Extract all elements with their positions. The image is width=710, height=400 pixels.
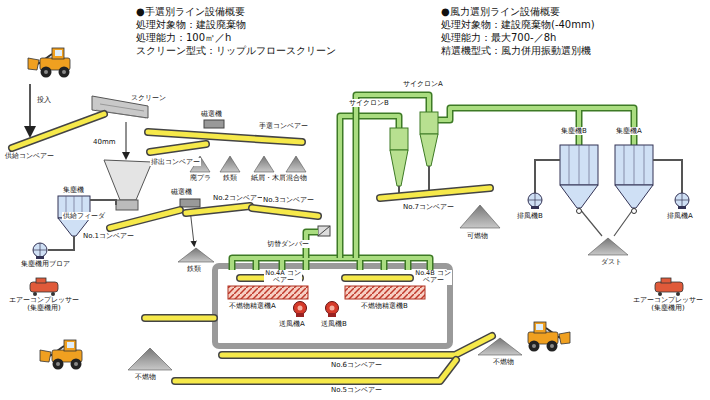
part-label: サイクロンB [348, 99, 390, 107]
part-label: 可燃物 [466, 232, 489, 240]
part-label: 混合物 [285, 175, 308, 182]
part-label: 精選機型式：風力併用振動選別機 [440, 45, 592, 57]
part-label: 鉄類 [186, 265, 202, 273]
part-label: 不燃物精選機A [228, 302, 277, 310]
part-label: 集塵機 [62, 186, 85, 194]
part-label: 切替ダンパー [266, 240, 310, 248]
part-label: 40mm [92, 138, 117, 146]
part-label: エアーコンプレッサー (集塵機用) [6, 296, 82, 312]
part-label: ●風力選別ライン設備概要 [440, 6, 561, 18]
part-label: 不燃物精選機B [360, 302, 409, 310]
part-label: 供給コンベアー [4, 152, 55, 160]
part-label: 集塵機用ブロア [20, 260, 71, 268]
part-label: 磁選機 [200, 110, 223, 118]
part-label: No.2コンベアー [212, 194, 265, 202]
part-label: 処理対象物：建設廃棄物(-40mm) [440, 19, 596, 31]
part-label: スクリーン型式：リップルフロースクリーン [135, 45, 337, 57]
part-label: 廃プラ [189, 175, 212, 182]
part-label: No.3コンベアー [262, 196, 315, 204]
part-label: 排風機B [516, 212, 544, 220]
part-label: 不燃物 [492, 358, 515, 366]
part-label: サイクロンA [402, 80, 444, 88]
part-label: ダスト [600, 258, 623, 266]
part-label: 処理対象物：建設廃棄物 [135, 19, 247, 31]
part-label: No.7コンベアー [402, 203, 455, 211]
part-label: ●手選別ライン設備概要 [135, 6, 246, 18]
part-label: 送風機A [278, 320, 306, 328]
part-label: No.1コンベアー [82, 232, 135, 240]
part-label: No.4B コンベアー [414, 270, 452, 285]
part-label: 排出コンベアー [150, 158, 201, 166]
part-label: 紙屑・木屑 [250, 175, 287, 182]
part-label: エアーコンプレッサー (集塵機用) [630, 296, 706, 312]
part-label: 磁選機 [170, 188, 193, 196]
part-label: 供給フィーダ [62, 212, 106, 220]
part-label: 排風機A [666, 212, 694, 220]
part-label: 送風機B [320, 320, 348, 328]
part-label: 処理能力：100㎥／h [135, 32, 232, 44]
part-label: 手選コンベアー [258, 122, 309, 130]
part-label: No.5コンベアー [330, 386, 383, 394]
part-label: No.6コンベアー [330, 361, 383, 369]
part-label: 不燃物 [134, 373, 157, 381]
part-label: No.4A コンベアー [264, 270, 302, 285]
part-label: スクリーン [130, 94, 167, 102]
part-label: 集塵機A [615, 127, 643, 135]
part-label: 投入 [36, 96, 52, 104]
part-label: 集塵機B [560, 127, 588, 135]
part-label: 鉄類 [222, 175, 238, 182]
part-label: 処理能力：最大700-／8h [440, 32, 557, 44]
